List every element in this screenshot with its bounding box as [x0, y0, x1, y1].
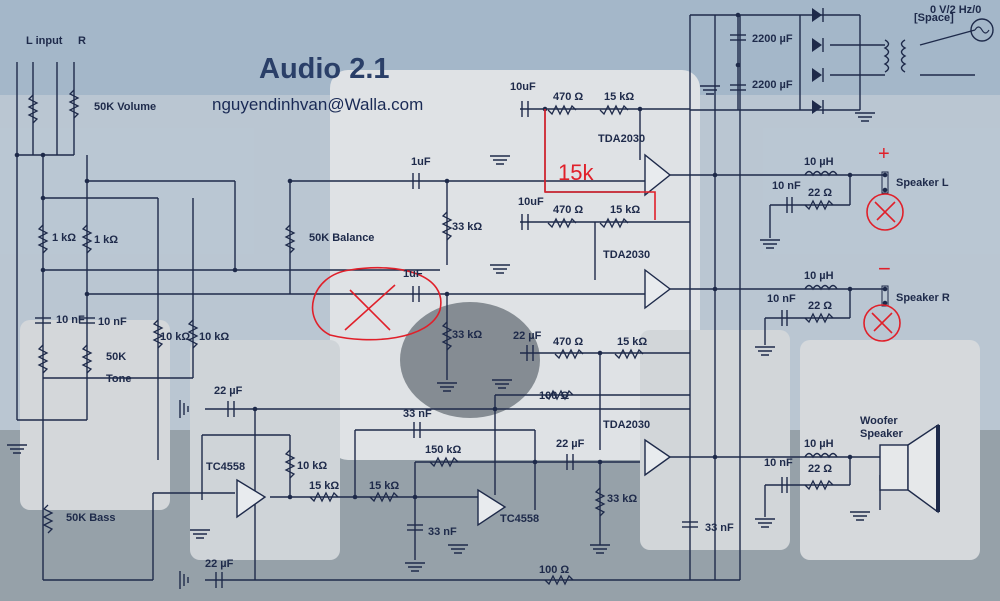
- tda-l-label: TDA2030: [598, 133, 645, 145]
- res-470-a: 470 Ω: [553, 91, 583, 103]
- source-label: 0 V/2 Hz/0: [930, 4, 981, 16]
- res-100-a: 100 Ω: [539, 390, 569, 402]
- cap-1uf-b: 1uF: [403, 268, 423, 280]
- balance-label: 50K Balance: [309, 232, 374, 244]
- cap-10nf-d: 10 nF: [767, 293, 796, 305]
- ind-10uh-c: 10 µH: [804, 438, 834, 450]
- res-15k-d: 15 kΩ: [309, 480, 339, 492]
- res-150k: 150 kΩ: [425, 444, 462, 456]
- cap-2200-a: 2200 µF: [752, 33, 793, 45]
- tc4558-2-label: TC4558: [500, 513, 539, 525]
- res-33k-b: 33 kΩ: [452, 329, 482, 341]
- red-annotations: 15k + −: [311, 109, 904, 342]
- wires: [16, 14, 976, 581]
- cap-1uf-a: 1uF: [411, 156, 431, 168]
- res-22-a: 22 Ω: [808, 187, 832, 199]
- component-values: 2200 µF 2200 µF 10uF 10uF 1uF 1uF 470 Ω …: [52, 33, 834, 576]
- cap-10nf-a: 10 nF: [56, 314, 85, 326]
- handwritten-15k-label: 15k: [558, 160, 594, 185]
- cap-22uf-b: 22 µF: [513, 330, 542, 342]
- speaker-l-terminals: [881, 171, 889, 194]
- res-33k-c: 33 kΩ: [607, 493, 637, 505]
- junctions: [14, 12, 888, 500]
- tone-label-2: Tone: [106, 373, 131, 385]
- minus-annotation: −: [878, 256, 891, 281]
- opamp-tda-r: [644, 268, 672, 310]
- cap-10nf-e: 10 nF: [764, 457, 793, 469]
- woofer-speaker-symbol: [879, 423, 940, 514]
- tda-r-label: TDA2030: [603, 249, 650, 261]
- cap-10nf-c: 10 nF: [772, 180, 801, 192]
- res-470-b: 470 Ω: [553, 204, 583, 216]
- res-22-c: 22 Ω: [808, 463, 832, 475]
- opamp-tda-woofer: [644, 438, 672, 477]
- woofer-label-2: Speaker: [860, 428, 904, 440]
- circuit-labels: L input R 50K Volume 50K Balance 50K Ton…: [26, 4, 981, 525]
- plus-annotation: +: [878, 143, 890, 165]
- res-15k-c: 15 kΩ: [617, 336, 647, 348]
- r-input-label: R: [78, 35, 86, 47]
- opamp-tc4558-2: [477, 488, 507, 527]
- res-10k-c: 10 kΩ: [297, 460, 327, 472]
- speaker-l-label: Speaker L: [896, 177, 949, 189]
- bass-label: 50K Bass: [66, 512, 116, 524]
- cap-22uf-a: 22 µF: [214, 385, 243, 397]
- cap-33nf-b: 33 nF: [428, 526, 457, 538]
- cap-33nf-a: 33 nF: [403, 408, 432, 420]
- res-10k-a: 10 kΩ: [160, 331, 190, 343]
- ind-10uh-b: 10 µH: [804, 270, 834, 282]
- l-input-label: L input: [26, 35, 63, 47]
- res-100-b: 100 Ω: [539, 564, 569, 576]
- space-label: [Space]: [914, 12, 954, 24]
- res-22-b: 22 Ω: [808, 300, 832, 312]
- res-33k-a: 33 kΩ: [452, 221, 482, 233]
- page-title: Audio 2.1: [259, 53, 390, 85]
- res-15k-a: 15 kΩ: [604, 91, 634, 103]
- inductor-symbols: [804, 39, 907, 459]
- cap-10uf-b: 10uF: [518, 196, 544, 208]
- cap-22uf-c: 22 µF: [556, 438, 585, 450]
- bridge-rectifier: [812, 8, 824, 114]
- res-10k-b: 10 kΩ: [199, 331, 229, 343]
- volume-label: 50K Volume: [94, 101, 156, 113]
- ac-source: [970, 18, 994, 42]
- ind-10uh-a: 10 µH: [804, 156, 834, 168]
- tc4558-1-label: TC4558: [206, 461, 245, 473]
- res-15k-e: 15 kΩ: [369, 480, 399, 492]
- speaker-r-label: Speaker R: [896, 292, 950, 304]
- ground-symbols: [7, 85, 875, 589]
- opamp-tc4558-1: [236, 478, 267, 519]
- cap-10uf-a: 10uF: [510, 81, 536, 93]
- cap-10nf-b: 10 nF: [98, 316, 127, 328]
- res-470-c: 470 Ω: [553, 336, 583, 348]
- cap-22uf-d: 22 µF: [205, 558, 234, 570]
- author-email: nguyendinhvan@Walla.com: [212, 95, 423, 114]
- res-1k-b: 1 kΩ: [94, 234, 118, 246]
- tone-label: 50K: [106, 351, 126, 363]
- opamp-tda-l: [644, 153, 672, 197]
- tda-woofer-label: TDA2030: [603, 419, 650, 431]
- woofer-label: Woofer: [860, 415, 898, 427]
- capacitor-symbols: [35, 34, 793, 588]
- res-1k-a: 1 kΩ: [52, 232, 76, 244]
- resistor-symbols: [27, 89, 834, 586]
- res-15k-b: 15 kΩ: [610, 204, 640, 216]
- cap-33nf-c: 33 nF: [705, 522, 734, 534]
- cap-2200-b: 2200 µF: [752, 79, 793, 91]
